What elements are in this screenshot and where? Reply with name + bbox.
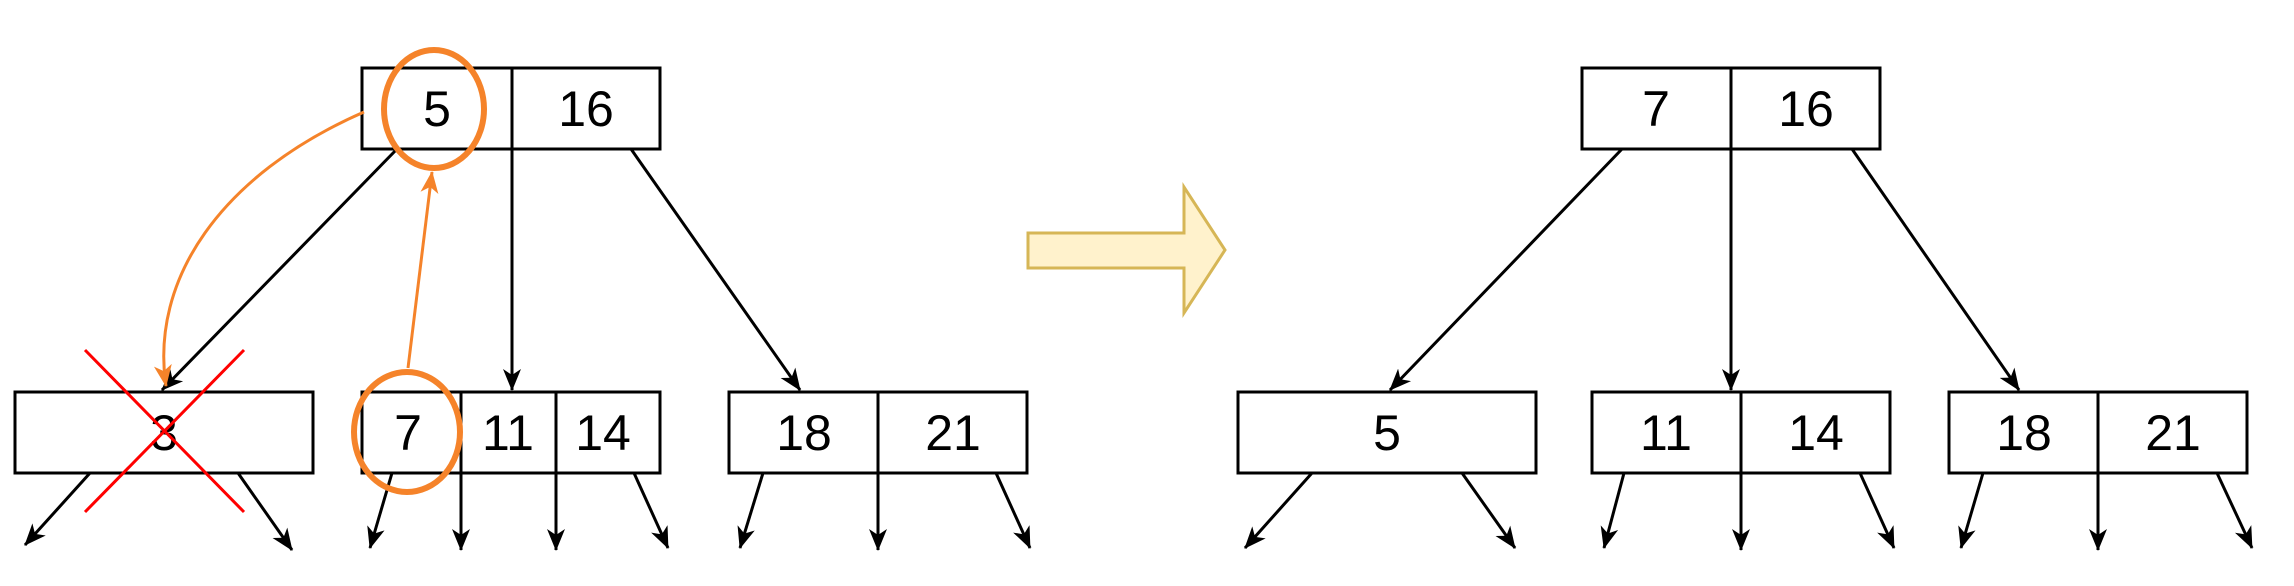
after-right-child-ptr-1 (1958, 472, 1985, 549)
after-middle-child-ptr-3 (1858, 472, 1896, 549)
before-right-child-ptr-1 (737, 472, 765, 549)
before-root-key-1: 5 (423, 81, 451, 137)
after-left-child-ptr-2 (1460, 472, 1517, 549)
after-root-key-2: 16 (1778, 81, 1834, 137)
transition-arrow-icon (1026, 181, 1227, 319)
before-left-child-ptr-1 (23, 471, 92, 547)
after-middle-key-1: 11 (1640, 405, 1692, 461)
after-root-node: 7 16 (1580, 66, 1882, 151)
delete-cross-mark (83, 348, 246, 514)
after-middle-key-2: 14 (1788, 405, 1844, 461)
before-right-key-2: 21 (925, 405, 981, 461)
after-edge-root-left (1388, 147, 1624, 392)
after-left-child-ptr-1 (1243, 472, 1314, 549)
after-right-key-1: 18 (1996, 405, 2052, 461)
after-edge-root-right (1850, 148, 2021, 391)
move-arrow-root-to-left (153, 110, 365, 387)
after-left-key-1: 5 (1373, 405, 1401, 461)
before-tree: 5 16 3 7 11 14 18 21 (13, 47, 1032, 551)
before-middle-node: 7 11 14 (360, 390, 662, 475)
after-tree: 7 16 5 11 14 18 21 (1236, 66, 2254, 551)
before-middle-key-2: 11 (482, 405, 534, 461)
after-root-key-1: 7 (1642, 81, 1670, 137)
highlight-circle-middle-key (351, 369, 463, 495)
before-middle-key-1: 7 (394, 405, 422, 461)
before-root-node: 5 16 (360, 66, 662, 151)
after-middle-node: 11 14 (1590, 390, 1892, 475)
before-right-node: 18 21 (727, 390, 1029, 475)
before-middle-key-3: 14 (575, 405, 631, 461)
before-root-key-2: 16 (558, 81, 614, 137)
before-edge-root-right (629, 148, 802, 391)
after-left-node: 5 (1236, 390, 1538, 475)
move-arrow-middle-to-root (406, 171, 439, 369)
before-right-key-1: 18 (776, 405, 832, 461)
before-middle-child-ptr-4 (632, 472, 670, 549)
highlight-circle-root-key (381, 47, 487, 171)
before-edge-root-left (160, 147, 399, 392)
after-right-key-2: 21 (2145, 405, 2201, 461)
after-middle-child-ptr-1 (1600, 472, 1626, 549)
before-left-child-ptr-2 (236, 472, 294, 551)
before-right-child-ptr-3 (994, 472, 1032, 549)
after-right-child-ptr-3 (2215, 472, 2254, 549)
after-right-node: 18 21 (1947, 390, 2249, 475)
